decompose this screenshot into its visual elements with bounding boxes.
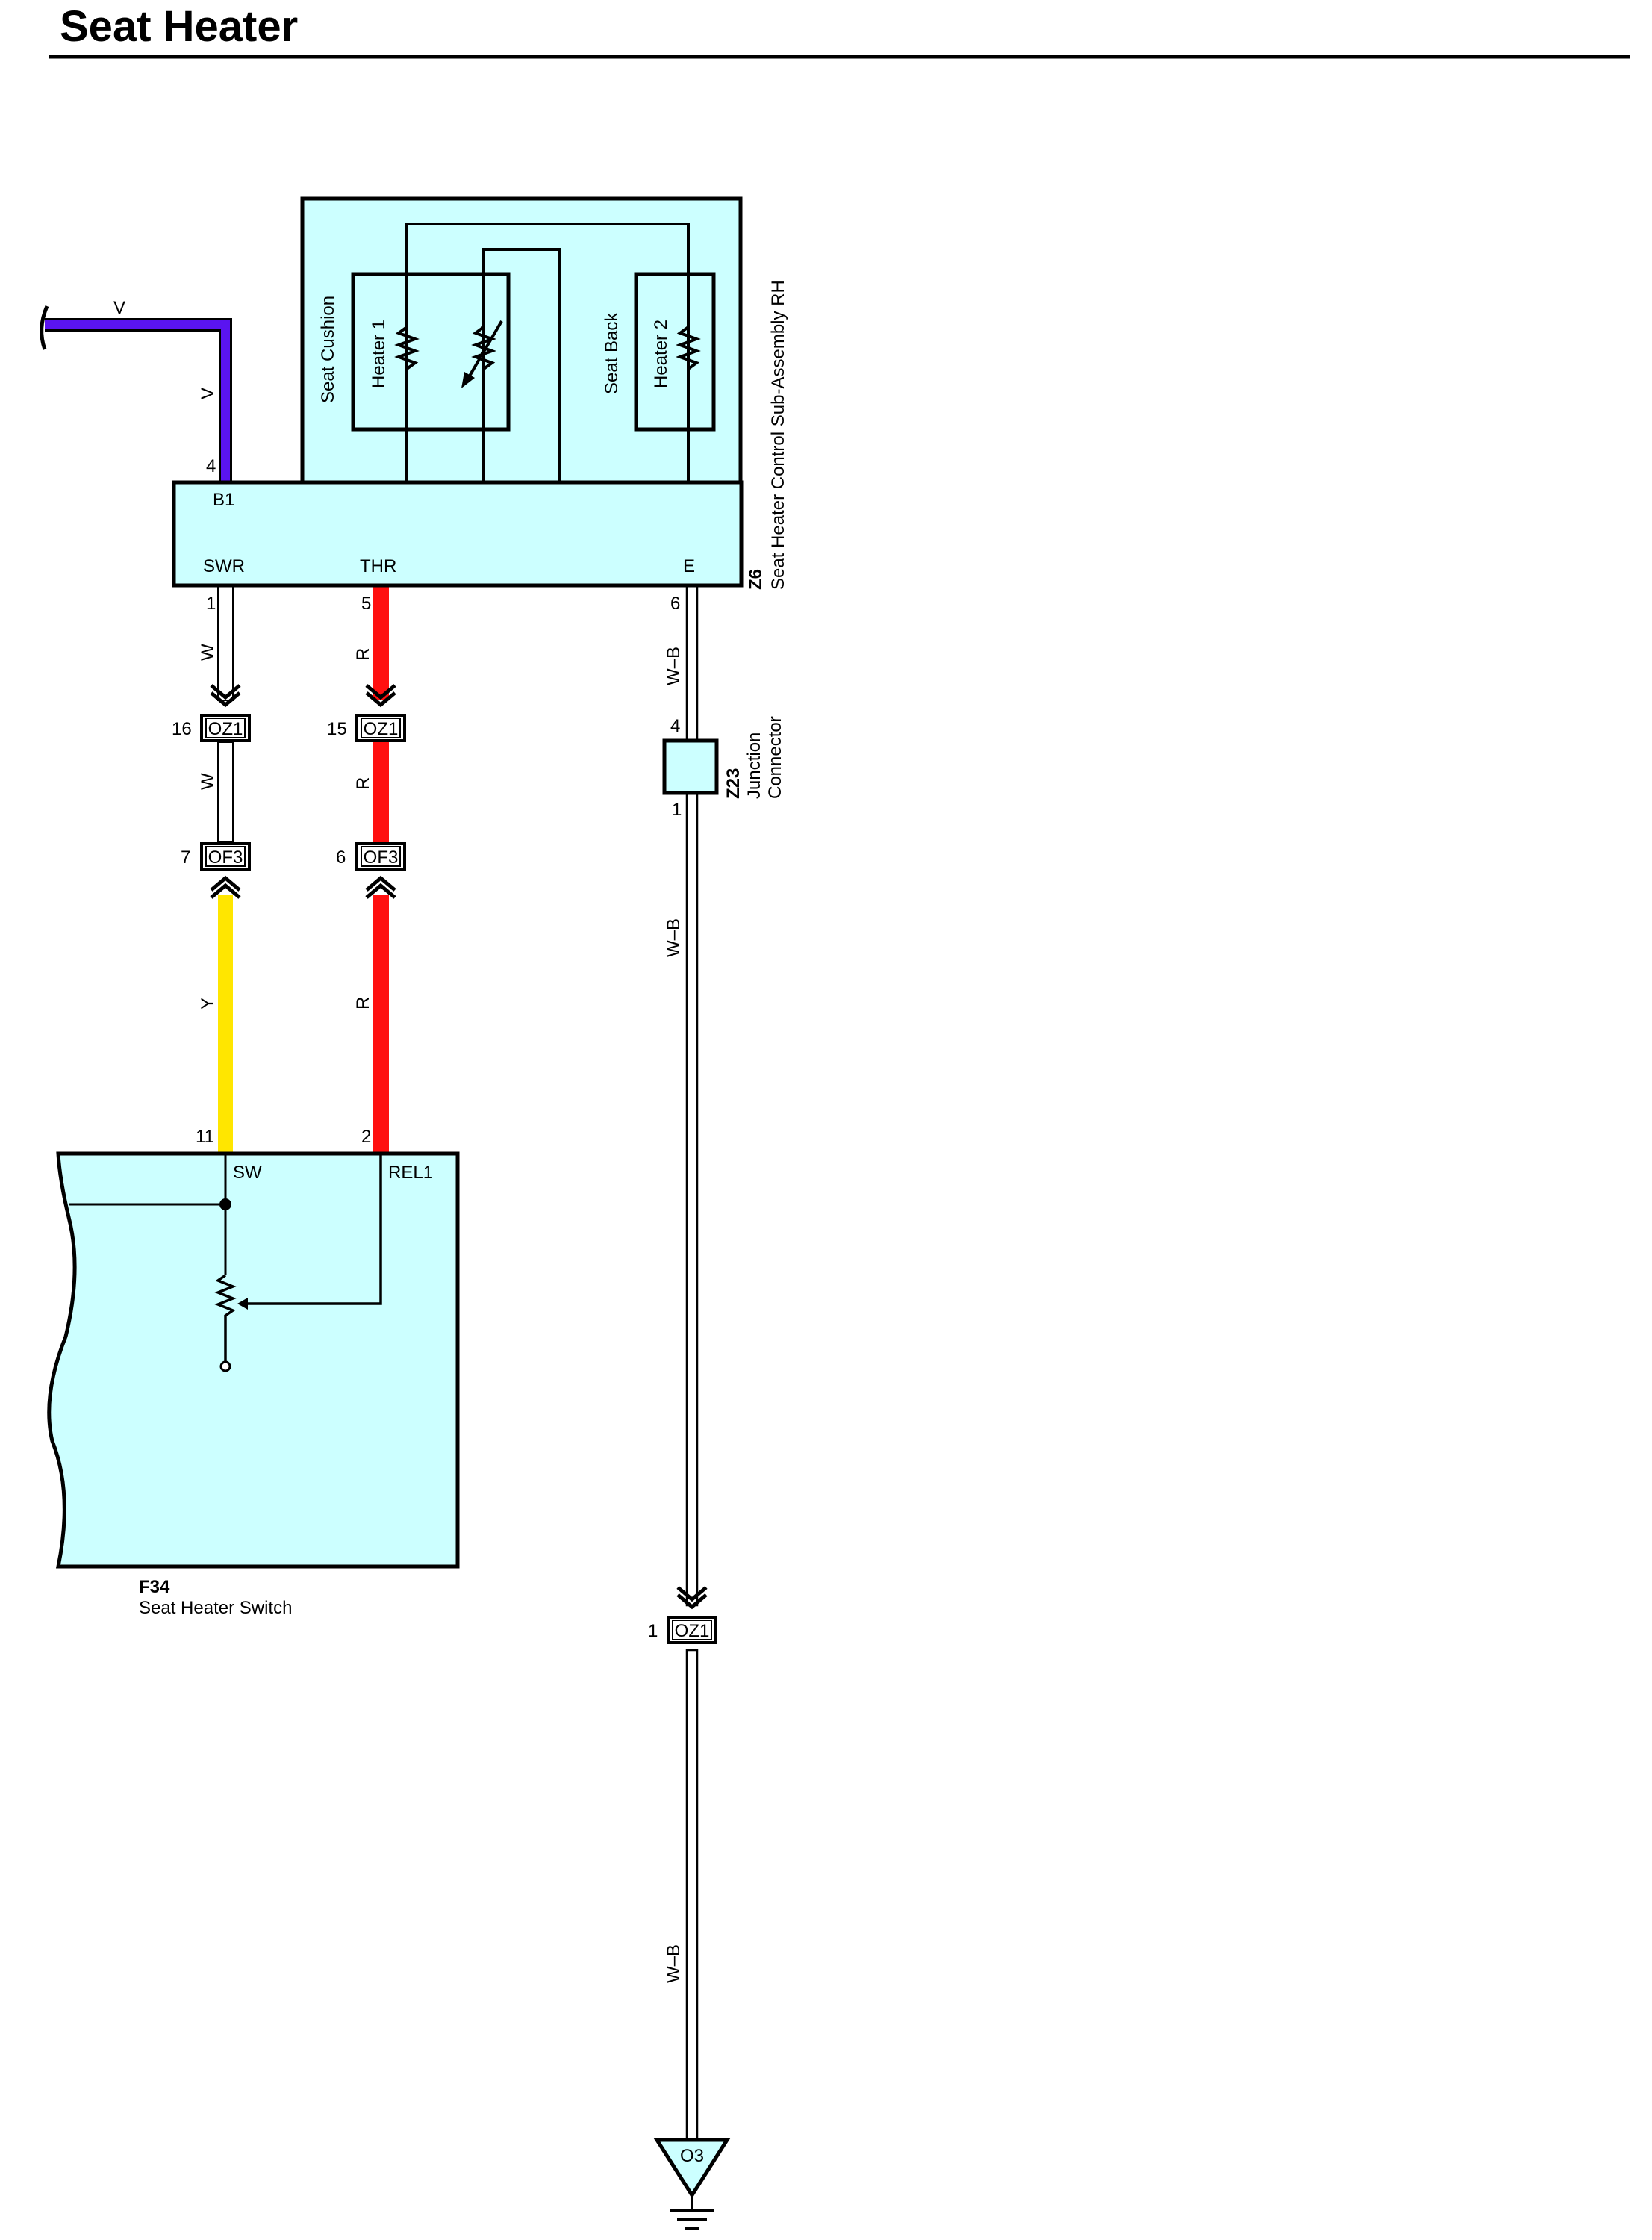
pin-num-oz1-r: 15: [327, 719, 347, 739]
wire-label-wb2: W–B: [664, 918, 684, 957]
z23-pin-bottom: 1: [672, 800, 682, 820]
page-title: Seat Heater: [60, 2, 298, 51]
connector-oz1-ground: OZ1: [667, 1586, 717, 1644]
heater-1-label: Heater 1: [369, 320, 389, 388]
wire-label-w1: W: [198, 644, 218, 661]
z23-name-line2: Connector: [765, 716, 785, 799]
ground-o3: O3: [653, 2138, 731, 2230]
potentiometer-icon: [214, 1274, 237, 1363]
pin-num-oz1-w: 16: [172, 719, 192, 739]
z6-id: Z6: [746, 569, 766, 590]
svg-text:OZ1: OZ1: [675, 1621, 710, 1641]
pin-num-of3-r: 6: [336, 847, 346, 868]
connector-of3-w: OF3: [200, 842, 251, 899]
z23-name-line1: Junction: [744, 732, 764, 799]
pin-thr-label: THR: [360, 556, 396, 576]
pin-num-e: 6: [670, 594, 680, 614]
connector-oz1-w: OZ1: [200, 684, 251, 742]
wire-label-r3: R: [353, 997, 373, 1009]
z23-pin-top: 4: [670, 716, 680, 736]
seat-back-label: Seat Back: [602, 312, 622, 394]
wire-label-wb3: W–B: [664, 1944, 684, 1983]
wire-label-wb1: W–B: [664, 647, 684, 685]
pin-num-sw: 11: [196, 1127, 214, 1147]
heater-2-resistor-icon: [676, 326, 701, 370]
wire-label-v-side: V: [198, 388, 218, 399]
pin-num-thr: 5: [361, 594, 371, 614]
heater-1-resistor-icon: [394, 326, 420, 370]
seat-cushion-label: Seat Cushion: [318, 296, 338, 403]
junction-connector-z23: 4 1 Z23 Junction Connector: [662, 716, 785, 820]
heater-1-box: [351, 272, 511, 432]
pin-num-swr: 1: [206, 594, 216, 614]
wire-label-r1: R: [353, 648, 373, 661]
wire-wb: [685, 584, 699, 2141]
pin-e-label: E: [683, 556, 695, 576]
seat-heater-switch-f34: SW REL1 F34 Seat Heater Switch: [47, 1151, 460, 1618]
heater-2-label: Heater 2: [651, 320, 671, 388]
thermistor-icon: [461, 320, 503, 388]
wire-label-y: Y: [198, 998, 218, 1009]
connector-of3-r: OF3: [355, 842, 406, 899]
wire-label-v-top: V: [113, 298, 125, 318]
z23-id: Z23: [723, 768, 744, 799]
f34-id: F34: [139, 1577, 170, 1597]
heater-2-box: [634, 272, 716, 432]
pin-num-rel1: 2: [361, 1127, 371, 1147]
pin-num-oz1-g: 1: [648, 1621, 658, 1641]
pin-num-of3-w: 7: [181, 847, 190, 868]
connector-oz1-r: OZ1: [355, 684, 406, 742]
junction-dot: [219, 1198, 231, 1210]
pin-sw-label: SW: [233, 1163, 262, 1183]
pin-b1-label: B1: [213, 490, 234, 510]
wire-break-mark: [40, 305, 49, 350]
wire-label-r2: R: [353, 777, 373, 790]
pin-swr-label: SWR: [203, 556, 245, 576]
svg-text:OF3: OF3: [208, 847, 243, 868]
pin-num-b1: 4: [206, 456, 216, 476]
ground-id: O3: [680, 2146, 704, 2166]
z6-name: Seat Heater Control Sub-Assembly RH: [768, 280, 788, 590]
svg-text:OZ1: OZ1: [364, 719, 399, 739]
f34-name: Seat Heater Switch: [139, 1598, 292, 1618]
wire-v: [40, 305, 232, 482]
wire-label-w2: W: [198, 773, 218, 790]
pin-rel1-label: REL1: [388, 1163, 433, 1183]
svg-text:OF3: OF3: [364, 847, 399, 868]
seat-heater-control-z6: Seat Cushion Heater 1 Seat Back Heater 2…: [172, 196, 788, 590]
svg-text:OZ1: OZ1: [208, 719, 243, 739]
